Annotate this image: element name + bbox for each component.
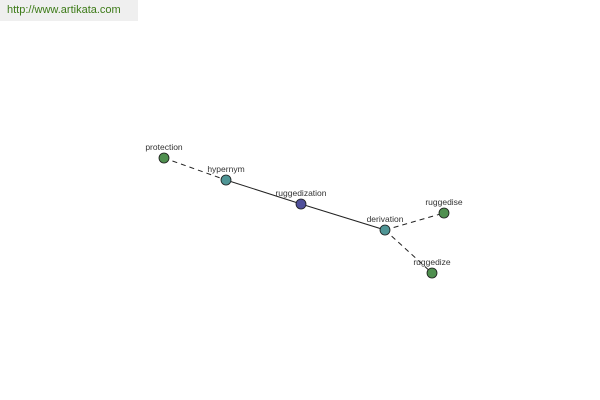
edge-hypernym-ruggedization [225, 179, 302, 205]
node-dot[interactable] [220, 174, 232, 186]
node-dot[interactable] [295, 198, 307, 210]
edge-derivation-ruggedise [384, 212, 445, 231]
node-label: hypernym [207, 164, 244, 174]
node-hypernym[interactable]: hypernym [207, 164, 245, 186]
node-label: ruggedization [275, 188, 326, 198]
node-label: derivation [367, 214, 404, 224]
node-label: ruggedize [413, 257, 451, 267]
node-dot[interactable] [426, 267, 438, 279]
node-derivation[interactable]: derivation [367, 214, 404, 236]
node-ruggedization[interactable]: ruggedization [275, 188, 327, 210]
site-link[interactable]: http://www.artikata.com [0, 0, 138, 21]
node-dot[interactable] [438, 207, 450, 219]
node-ruggedise[interactable]: ruggedise [425, 197, 463, 219]
node-label: protection [145, 142, 183, 152]
edges-layer [163, 157, 445, 274]
edge-protection-hypernym [163, 157, 227, 181]
edge-derivation-ruggedize [384, 229, 433, 274]
edge-ruggedization-derivation [300, 203, 386, 231]
nodes-layer: protection hypernym ruggedization derivatio… [145, 142, 463, 279]
node-dot[interactable] [158, 152, 170, 164]
node-protection[interactable]: protection [145, 142, 183, 164]
node-dot[interactable] [379, 224, 391, 236]
node-label: ruggedise [425, 197, 463, 207]
node-ruggedize[interactable]: ruggedize [413, 257, 451, 279]
